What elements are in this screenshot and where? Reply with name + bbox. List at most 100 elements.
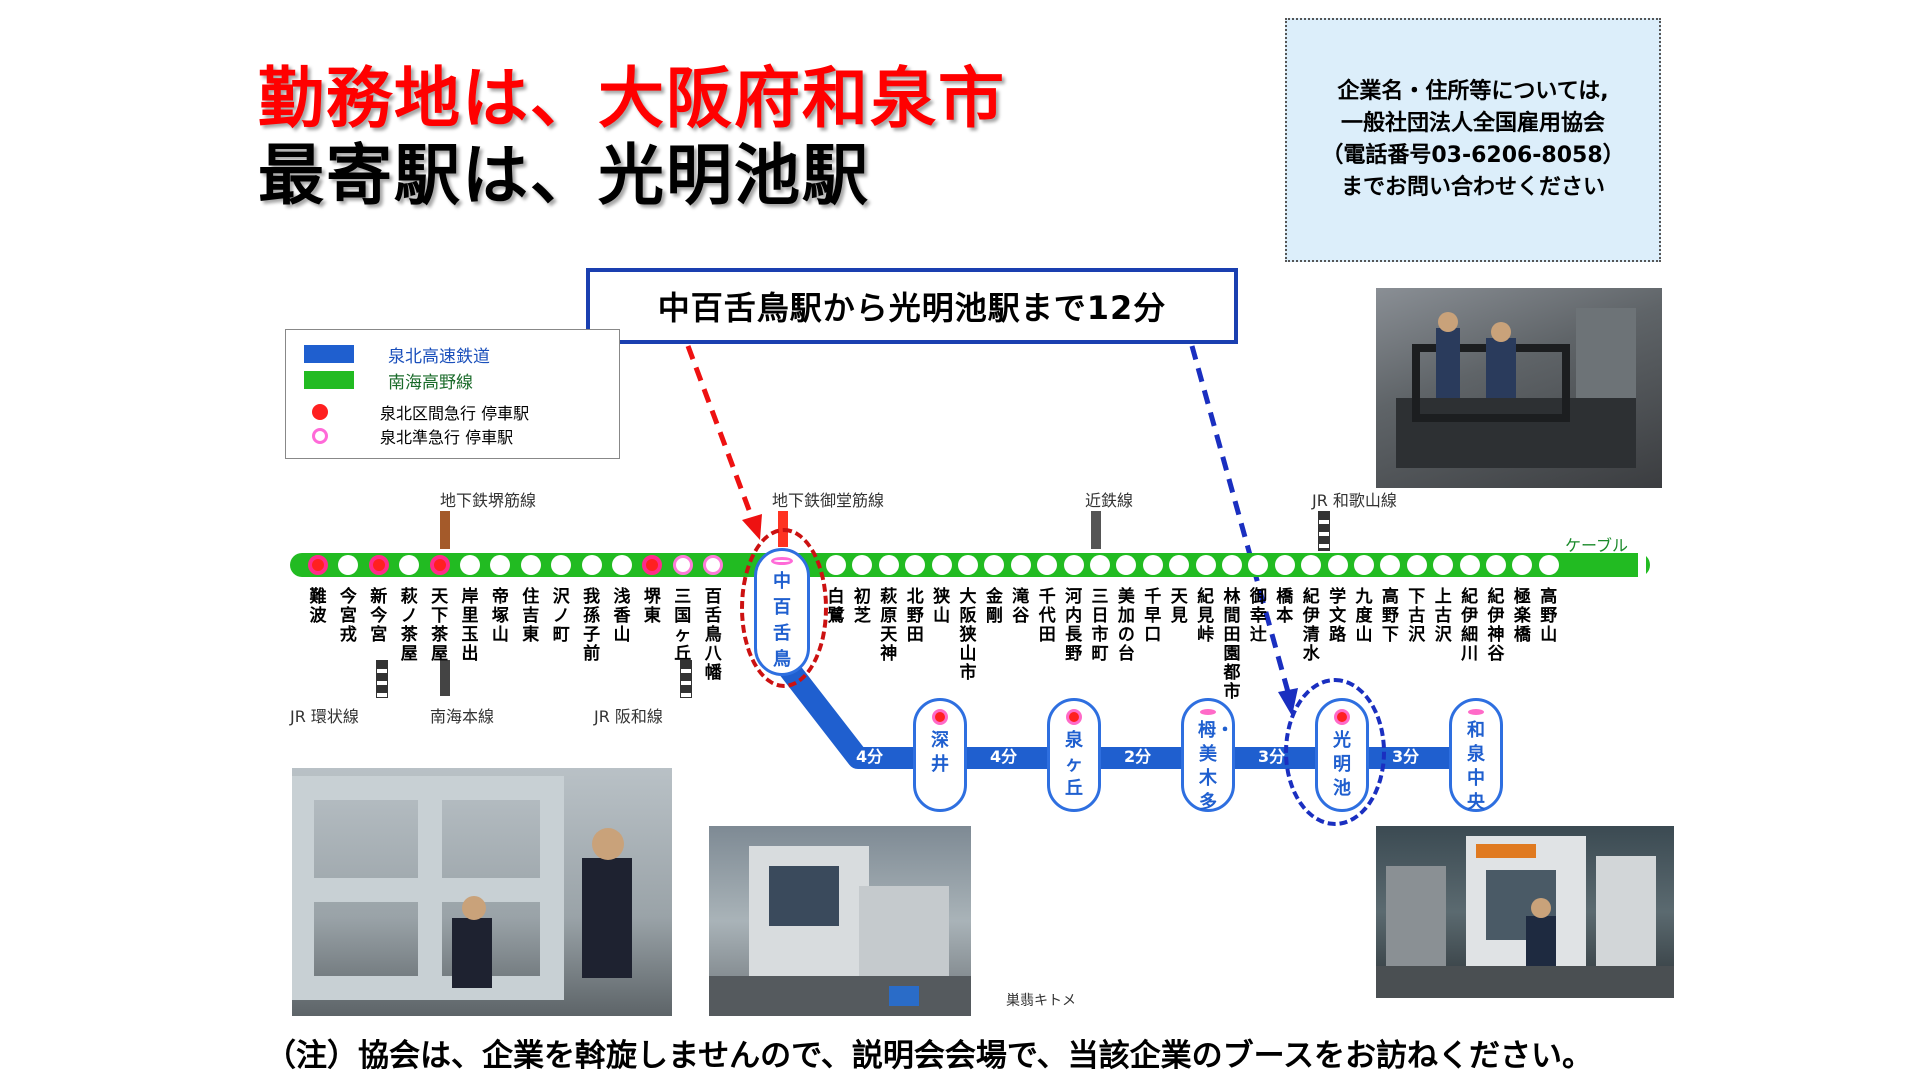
station-name[interactable]: 天見 xyxy=(1170,587,1188,626)
station-name[interactable]: 萩ノ茶屋 xyxy=(400,587,418,664)
station-name[interactable]: 紀伊神谷 xyxy=(1487,587,1505,664)
station-dot xyxy=(1142,555,1163,575)
station-name[interactable]: 堺東 xyxy=(643,587,661,626)
express-dot xyxy=(932,709,948,725)
station-dot xyxy=(852,555,873,575)
contact-line-4: までお問い合わせください xyxy=(1340,175,1605,200)
factory-photo-bottom-left xyxy=(292,768,672,1016)
station-name[interactable]: 上古沢 xyxy=(1434,587,1452,645)
station-name[interactable]: 美加の台 xyxy=(1117,587,1135,664)
station-name[interactable]: 今宮戎 xyxy=(339,587,357,645)
station-name[interactable]: 天下茶屋 xyxy=(431,587,449,664)
station-name[interactable]: 三日市町 xyxy=(1091,587,1109,664)
tick-kintetsu xyxy=(1091,511,1101,549)
station-name[interactable]: 高野山 xyxy=(1540,587,1558,645)
station-dot xyxy=(429,555,450,575)
branch-station[interactable]: 深井 xyxy=(913,698,967,812)
legend-senboku: 泉北高速鉄道 xyxy=(304,342,490,367)
station-dot xyxy=(1538,555,1559,575)
station-name[interactable]: 狭山 xyxy=(933,587,951,626)
station-dot xyxy=(1063,555,1084,575)
station-dot xyxy=(1406,555,1427,575)
station-name[interactable]: 九度山 xyxy=(1355,587,1373,645)
station-dot xyxy=(984,555,1005,575)
station-name[interactable]: 高野下 xyxy=(1381,587,1399,645)
station-dot xyxy=(1222,555,1242,575)
title-nearest-station: 最寄駅は、光明池駅 xyxy=(258,137,870,214)
station-name[interactable]: 浅香山 xyxy=(613,587,631,645)
label-jr-loop: JR 環状線 xyxy=(290,707,359,726)
station-name[interactable]: 我孫子前 xyxy=(583,587,601,664)
station-name[interactable]: 新今宮 xyxy=(370,587,388,645)
station-name[interactable]: 林間田園都市 xyxy=(1223,587,1241,702)
station-name[interactable]: 沢ノ町 xyxy=(552,587,570,645)
station-name[interactable]: 紀伊細川 xyxy=(1461,587,1479,664)
station-name[interactable]: 難波 xyxy=(309,587,327,626)
tick-jr-loop xyxy=(376,660,388,698)
station-dot xyxy=(958,555,978,575)
station-dot xyxy=(581,555,602,575)
station-dot xyxy=(1486,555,1506,575)
station-name[interactable]: 学文路 xyxy=(1329,587,1347,645)
station-dot xyxy=(338,555,359,575)
station-name[interactable]: 北野田 xyxy=(906,587,924,645)
station-name[interactable]: 大阪狭山市 xyxy=(959,587,977,683)
travel-time-label: 4分 xyxy=(856,747,884,766)
station-dot xyxy=(1010,555,1031,575)
station-name[interactable]: 紀伊清水 xyxy=(1302,587,1320,664)
station-name[interactable]: 白鷺 xyxy=(827,587,845,626)
legend-express: 泉北区間急行 停車駅 xyxy=(304,400,529,424)
station-name[interactable]: 千早口 xyxy=(1144,587,1162,645)
express-dot xyxy=(1066,709,1082,725)
factory-photo-top-right xyxy=(1376,288,1662,488)
branch-station[interactable]: 泉ヶ丘 xyxy=(1047,698,1101,812)
mazak-machine-photo xyxy=(1376,826,1674,998)
station-name[interactable]: 滝谷 xyxy=(1012,587,1030,626)
label-jr-wakayama: JR 和歌山線 xyxy=(1312,491,1397,510)
tick-sakaisuji xyxy=(440,511,450,549)
branch-station-label: 栂・美木多 xyxy=(1198,720,1234,813)
label-kintetsu: 近鉄線 xyxy=(1085,491,1134,510)
label-sakaisuji: 地下鉄堺筋線 xyxy=(440,491,537,510)
contact-info-box: 企業名・住所等については, 一般社団法人全国雇用協会 （電話番号03-6206-… xyxy=(1285,18,1661,262)
station-dot xyxy=(826,555,846,575)
label-midosuji: 地下鉄御堂筋線 xyxy=(772,491,885,510)
station-name[interactable]: 紀見峠 xyxy=(1197,587,1215,645)
station-name[interactable]: 千代田 xyxy=(1038,587,1056,645)
station-dot xyxy=(672,555,693,575)
travel-time-callout: 中百舌鳥駅から光明池駅まで12分 xyxy=(586,268,1238,344)
station-name[interactable]: 住吉東 xyxy=(522,587,540,645)
station-name[interactable]: 下古沢 xyxy=(1408,587,1426,645)
station-dot xyxy=(1301,555,1322,575)
station-name[interactable]: 萩原天神 xyxy=(880,587,898,664)
station-name[interactable]: 御幸辻 xyxy=(1249,587,1267,645)
station-name[interactable]: 三国ヶ丘 xyxy=(674,587,692,664)
station-name[interactable]: 河内長野 xyxy=(1065,587,1083,664)
station-dot xyxy=(1354,555,1374,575)
nakamozu-highlight-ring xyxy=(740,528,828,688)
travel-time-label: 2分 xyxy=(1124,747,1152,766)
contact-line-1: 企業名・住所等については, xyxy=(1337,79,1609,104)
station-name[interactable]: 極楽橋 xyxy=(1513,587,1531,645)
footer-note: （注）協会は、企業を斡旋しませんので、説明会会場で、当該企業のブースをお訪ねくだ… xyxy=(265,1038,1594,1074)
station-dot xyxy=(460,555,480,575)
station-dot xyxy=(642,555,663,575)
station-dot xyxy=(368,555,389,575)
station-name[interactable]: 岸里玉出 xyxy=(461,587,479,664)
station-dot xyxy=(612,555,632,575)
branch-station[interactable]: 栂・美木多 xyxy=(1181,698,1235,813)
machining-center-photo xyxy=(709,826,971,1016)
branch-station[interactable]: 和泉中央 xyxy=(1449,698,1503,813)
branch-station-label: 深井 xyxy=(931,730,949,775)
travel-time-label: 3分 xyxy=(1258,747,1286,766)
map-legend: 泉北高速鉄道 南海高野線 泉北区間急行 停車駅 泉北準急行 停車駅 xyxy=(285,329,620,459)
station-name[interactable]: 初芝 xyxy=(853,587,871,626)
station-name[interactable]: 金剛 xyxy=(985,587,1003,626)
station-name[interactable]: 百舌鳥八幡 xyxy=(704,587,722,683)
station-dot xyxy=(1380,555,1401,575)
express-dot xyxy=(1468,709,1484,715)
tick-jr-wakayama xyxy=(1318,511,1330,551)
station-name[interactable]: 帝塚山 xyxy=(491,587,509,645)
station-name[interactable]: 橋本 xyxy=(1276,587,1294,626)
